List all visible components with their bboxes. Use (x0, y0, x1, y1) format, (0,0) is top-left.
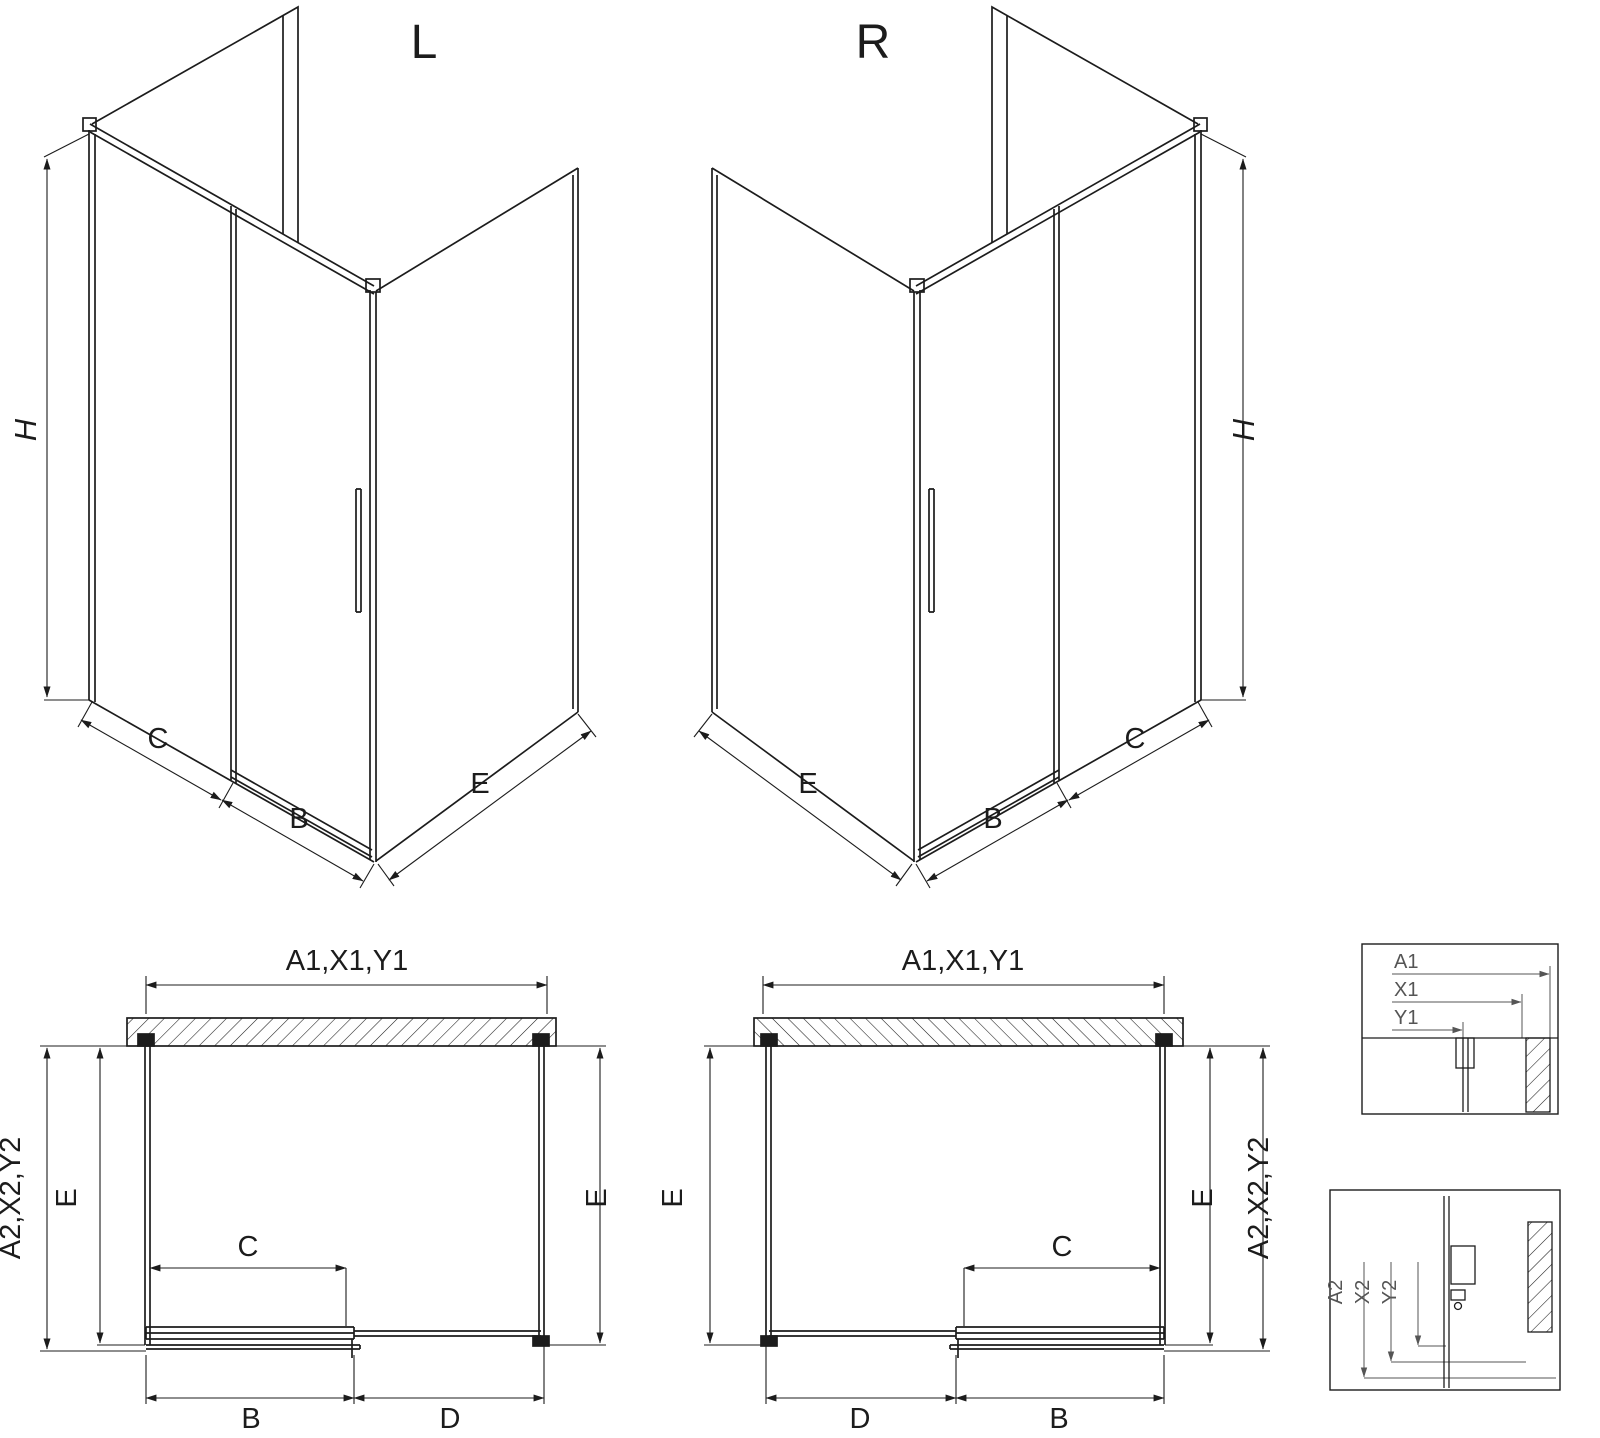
iso-left-dim-e-label: E (470, 768, 489, 800)
plan-left-dim-b-label: B (241, 1403, 260, 1435)
detail-bottom-box: A2 X2 Y2 (1325, 1189, 1561, 1391)
plan-left-dim-d-label: D (440, 1403, 461, 1435)
plan-left-dim-a2x2y2-label: A2,X2,Y2 (0, 1137, 27, 1260)
iso-right-variant-label: R (856, 16, 891, 69)
plan-right-dim-a1x1y1-label: A1,X1,Y1 (902, 945, 1025, 977)
iso-right-dim-e-label: E (798, 768, 817, 800)
detail-top-dim-a1-label: A1 (1394, 951, 1418, 973)
plan-right-dim-a2x2y2-label: A2,X2,Y2 (1243, 1137, 1275, 1260)
plan-right-dim-d-label: D (850, 1403, 871, 1435)
detail-top-dim-y1-label: Y1 (1394, 1007, 1418, 1029)
plan-right-dim-e-right-label: E (1187, 1188, 1219, 1207)
iso-left-dim-c-label: C (148, 723, 169, 755)
plan-left-geometry (126, 1017, 557, 1359)
iso-left-dim-b-label: B (289, 803, 308, 835)
detail-bottom-dim-a2-label: A2 (1325, 1280, 1347, 1304)
detail-bottom-dim-x2-label: X2 (1352, 1280, 1374, 1304)
iso-right-dim-h-label: H (1226, 418, 1261, 441)
iso-left-dim-h-label: H (8, 418, 43, 441)
plan-right-dim-c-label: C (1052, 1231, 1073, 1263)
detail-top-dim-x1-label: X1 (1394, 979, 1418, 1001)
plan-right-geometry (753, 1017, 1184, 1359)
plan-left-dim-e-right-label: E (581, 1188, 613, 1207)
plan-right-dim-e-left-label: E (657, 1188, 689, 1207)
plan-left-dim-a1x1y1-label: A1,X1,Y1 (286, 945, 409, 977)
iso-left-dimensions (44, 134, 596, 888)
iso-right-dimensions (694, 134, 1246, 888)
iso-right-dim-b-label: B (983, 803, 1002, 835)
plan-left-dim-e-left-label: E (51, 1188, 83, 1207)
detail-bottom-dim-y2-label: Y2 (1379, 1280, 1401, 1304)
detail-top-box: A1 X1 Y1 (1361, 943, 1559, 1115)
iso-right-dim-c-label: C (1125, 723, 1146, 755)
plan-right-dim-b-label: B (1049, 1403, 1068, 1435)
plan-left-dim-c-label: C (238, 1231, 259, 1263)
iso-left-variant-label: L (411, 16, 438, 69)
